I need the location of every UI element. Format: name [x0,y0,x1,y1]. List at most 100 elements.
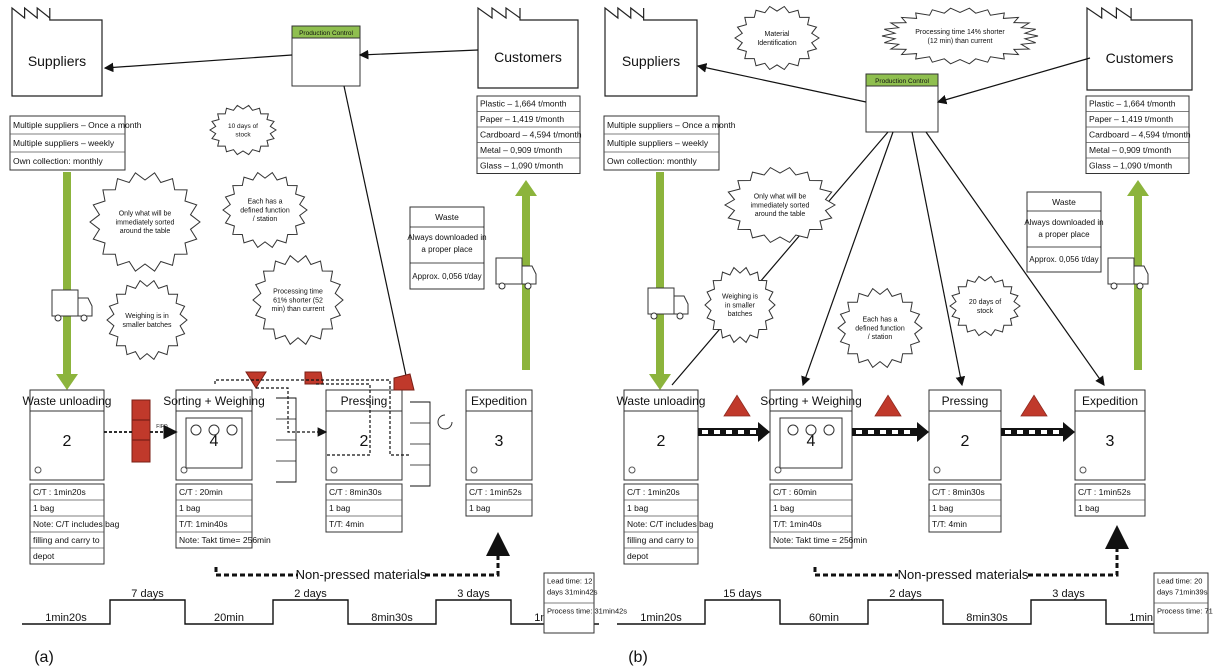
process-box-frame [1074,389,1146,481]
info-table-row: C/T : 1min52s [469,487,522,497]
info-flow-pc-to-suppliers [696,63,867,103]
info-table-row: C/T : 8min30s [329,487,382,497]
production-kanban-flow [316,383,371,456]
supermarket-shelf [410,401,431,487]
info-flow-pc-to-unloading [671,131,889,386]
factory-outline [1086,6,1193,91]
info-table-row: T/T: 1min40s [179,519,228,529]
inventory-triangle [723,394,751,417]
info-table-row: C/T : 1min20s [33,487,86,497]
go-see-loop [437,414,453,430]
truck-wheel [650,312,658,320]
kanban-post [304,371,324,385]
process-title: Sorting + Weighing [163,394,265,408]
info-table-row: 1 bag [627,503,649,513]
push-arrow-stripe [1017,430,1023,434]
info-table-row: 1 bag [179,503,201,513]
withdrawal-flow [256,387,328,437]
worker-icon [190,424,202,436]
truck-cab [521,265,537,285]
timeline-wait-time: 2 days [889,588,922,600]
info-table-row: C/T : 1min20s [627,487,680,497]
info-table-row: Note: Takt time= 256min [179,535,271,545]
info-table-row: Cardboard – 4,594 t/month [480,130,582,140]
push-arrow-stripe [702,430,708,434]
kaizen-burst-outline [89,172,201,272]
info-table-row: C/T : 1min52s [1078,487,1131,497]
green-arrow-head [649,374,671,390]
kaizen-burst-outline [724,166,836,244]
info-table-row: Multiple suppliers – weekly [13,138,115,148]
operator-count: 2 [657,433,666,450]
info-table-row: depot [33,551,55,561]
info-table-frame [928,483,1002,533]
info-table-row: filling and carry to [627,535,694,545]
factory-outline [11,6,103,97]
factory-label: Suppliers [28,53,86,69]
non-pressed-label: Non-pressed materials [898,567,1029,582]
green-arrow-shaft [63,172,71,374]
truck-body [495,257,523,285]
material-flow-in-arrow [649,172,671,390]
push-arrow-stripe [1053,430,1059,434]
kaizen-burst-outline [949,275,1021,337]
truck-cab [77,297,93,317]
push-arrow-stripe [892,430,898,434]
process-title: Pressing [942,394,989,408]
timeline-process-time: 1min20s [640,612,682,624]
factory-label: Suppliers [622,53,680,69]
info-table-row: Note: C/T includes bag [627,519,714,529]
info-table-row: Metal – 0,909 t/month [480,145,562,155]
factory-outline [477,6,579,89]
info-table-row: C/T : 20min [179,487,223,497]
push-arrow-head [758,422,770,442]
process-box-frame [465,389,533,481]
push-arrow [852,422,929,442]
green-arrow-shaft [656,172,664,374]
inventory-triangle [1020,394,1048,417]
operator-count: 2 [63,433,72,450]
kaizen-burst-text: Processing time 14% shorter(12 min) than… [915,29,1005,45]
waste-box-line: a proper place [421,245,473,254]
info-table-row: 1 bag [932,503,954,513]
info-table-row: C/T : 8min30s [932,487,985,497]
operator-count: 4 [210,433,219,450]
info-table-row: Plastic – 1,664 t/month [480,99,567,109]
suppliers-factory: Suppliers [11,6,103,97]
waste-box-frame [1026,191,1102,273]
non-pressed-flow-right [425,532,510,577]
truck-body [1107,257,1135,285]
push-arrow-head [917,422,929,442]
waste-box-title: Waste [435,212,459,222]
sorting-table-icon [185,417,243,469]
timeline-wait-time: 3 days [457,588,490,600]
timeline-process-time: 20min [214,612,244,624]
green-arrow-head [515,180,537,196]
operator-icon [933,466,941,474]
worker-icon [226,424,238,436]
process-title: Pressing [341,394,388,408]
supermarket-shelf [276,397,297,483]
info-table-row: Paper – 1,419 t/month [1089,114,1173,124]
info-table-row: Multiple suppliers – Once a month [607,120,736,130]
fifo-label: FIFO [156,424,167,430]
truck-wheel [80,314,88,322]
production-control-header [291,25,361,39]
process-box-frame [325,389,403,481]
